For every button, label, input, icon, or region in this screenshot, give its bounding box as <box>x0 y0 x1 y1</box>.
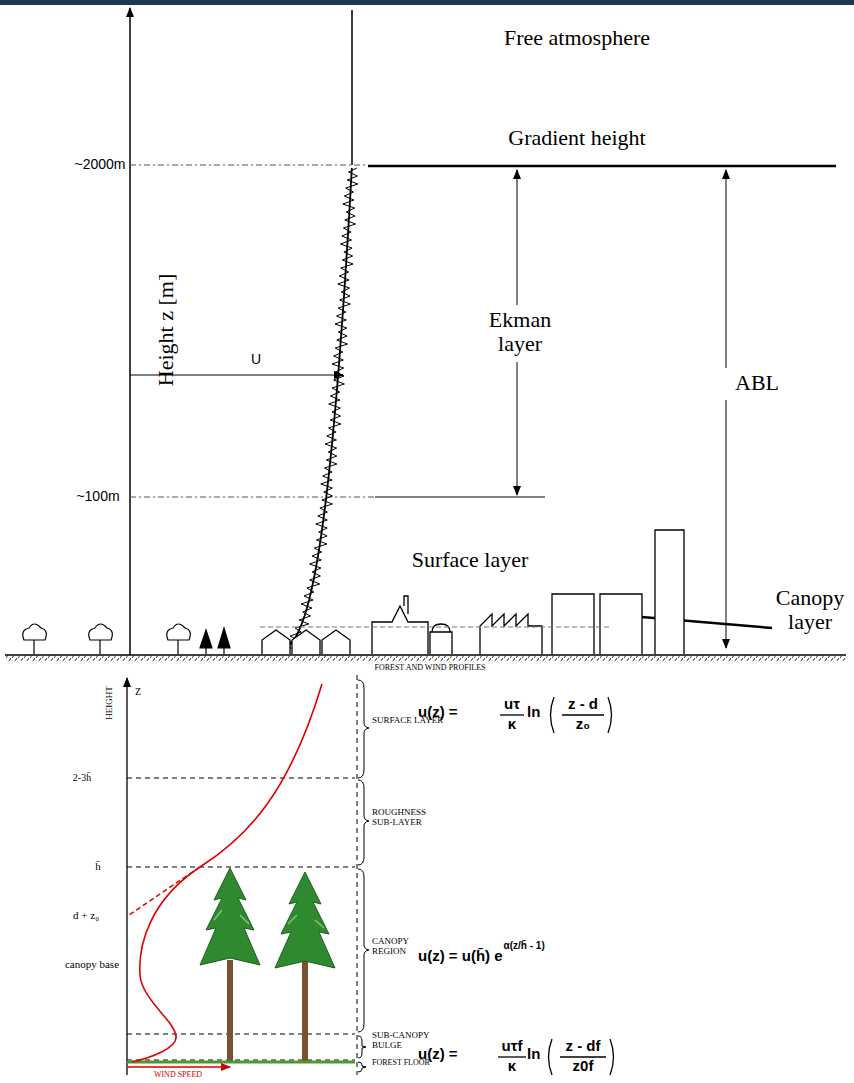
equation-part: u(z) = <box>418 1046 458 1063</box>
equation-part: z - d <box>568 696 598 713</box>
equation-part: ln <box>527 1046 540 1063</box>
equation-part: z₀ <box>576 716 590 733</box>
equation-part: z - df <box>566 1038 601 1055</box>
layer-label: Surface layer <box>412 548 529 572</box>
level-label: Gradient height <box>508 126 645 150</box>
layer-label: ABL <box>735 371 779 395</box>
equation-part: z0f <box>573 1058 594 1075</box>
equation-part: u(z) = <box>418 704 458 721</box>
height-value: ~2000m <box>75 157 126 172</box>
axis-title: Height z [m] <box>154 274 178 386</box>
equation-part: uτf <box>502 1038 523 1055</box>
equation-part: u(z) = u(h̄) e <box>418 948 503 965</box>
height-value: ~100m <box>76 489 119 504</box>
equation-part: ln <box>527 704 540 721</box>
axis-symbol: U <box>251 352 261 367</box>
height-value: canopy base <box>62 958 122 970</box>
axis-title: WIND SPEED <box>154 1071 202 1080</box>
equation-part: α(z/h̄ - 1) <box>504 940 545 951</box>
equation-part: κ <box>508 1058 516 1075</box>
region-label: Free atmosphere <box>504 26 650 50</box>
axis-title: HEIGHT <box>105 686 115 720</box>
height-value: d + z₀ <box>73 909 99 921</box>
layer-label: Canopy layer <box>770 586 850 634</box>
equation-part: uτ <box>504 696 520 713</box>
height-value: h̄ <box>95 860 101 872</box>
figure-caption: FOREST AND WIND PROFILES <box>374 664 485 673</box>
layer-label: ROUGHNESS SUB-LAYER <box>372 808 447 828</box>
height-value: 2-3h̄ <box>73 772 91 783</box>
equation-part: κ <box>508 716 516 733</box>
layer-label: Ekman layer <box>480 308 560 356</box>
axis-symbol: Z <box>135 686 141 697</box>
